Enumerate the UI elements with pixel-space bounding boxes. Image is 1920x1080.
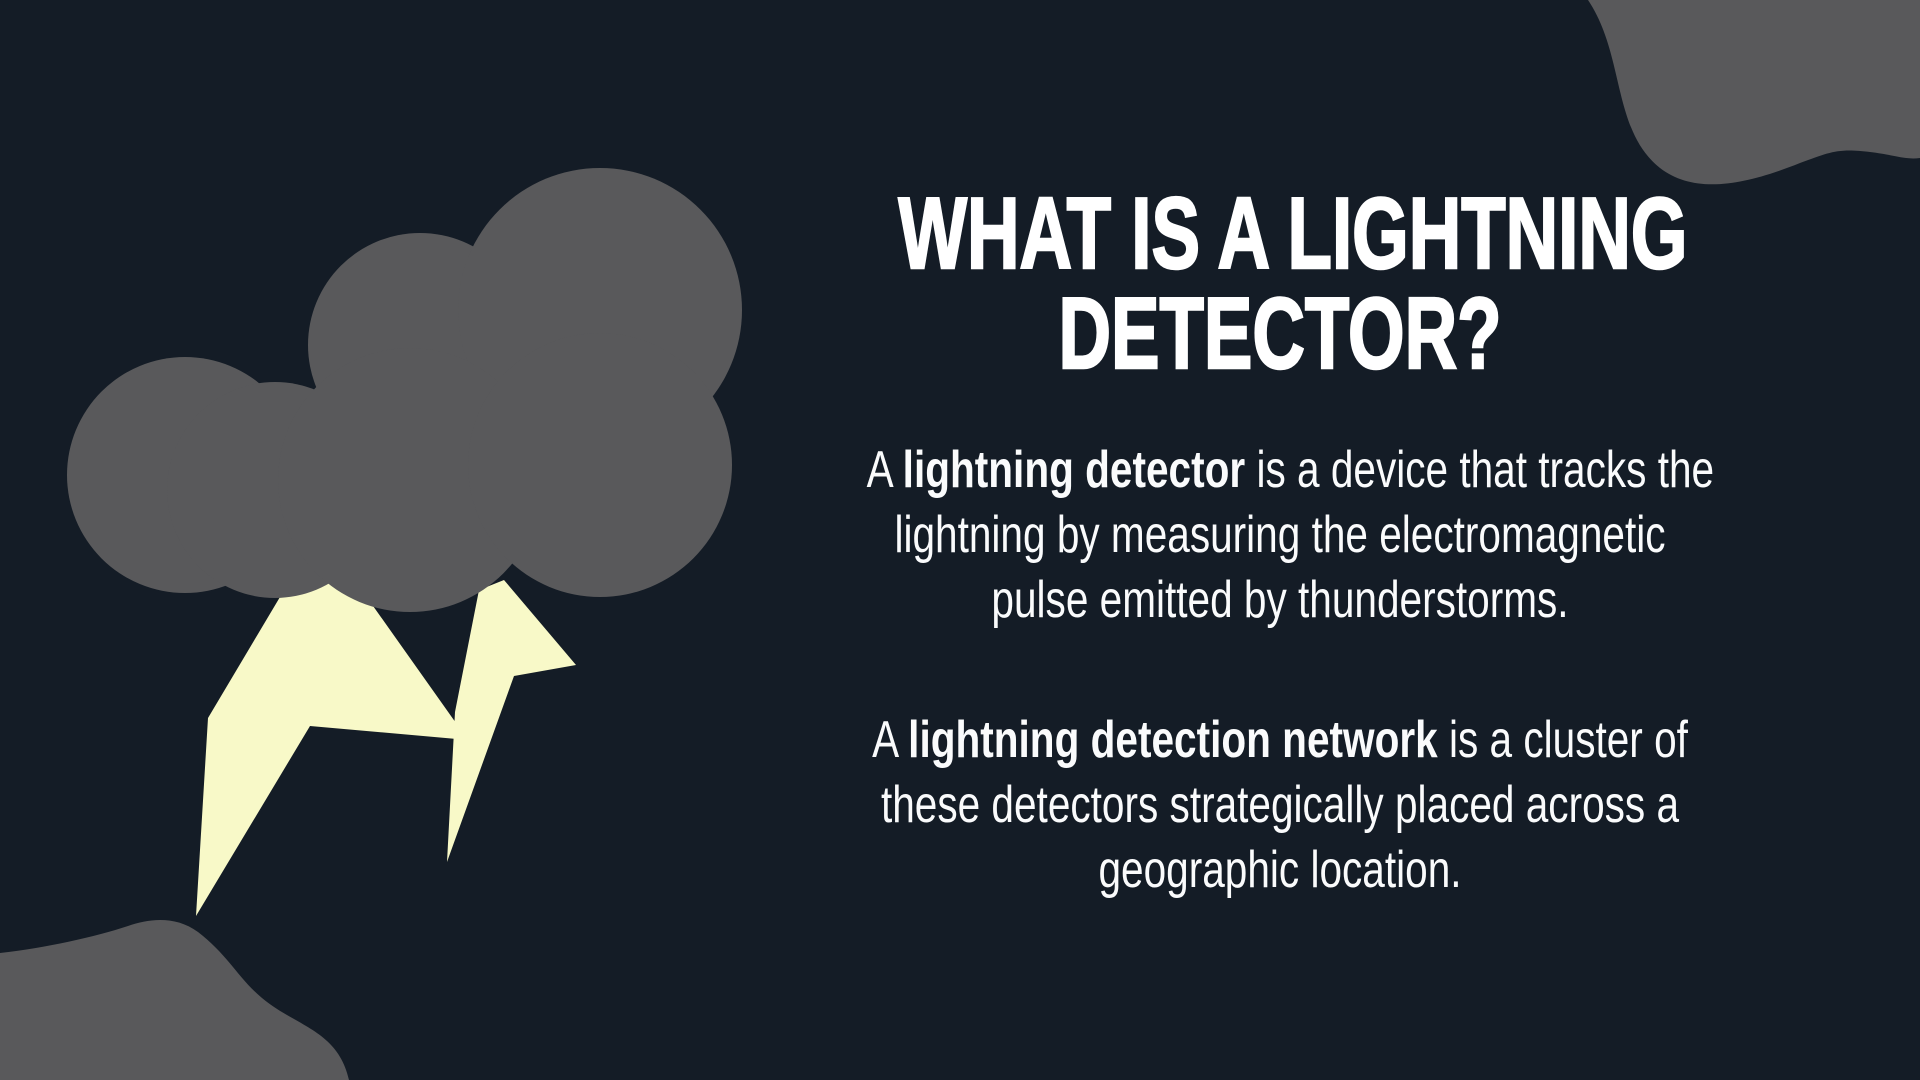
bold-term: lightning detector: [902, 441, 1246, 499]
paragraph-line: these detectors strategically placed acr…: [867, 773, 1694, 838]
text-segment: pulse emitted by thunderstorms.: [991, 571, 1569, 629]
paragraph-line: geographic location.: [867, 838, 1694, 903]
text-segment: geographic location.: [1098, 841, 1462, 899]
corner-cloud-bottom-left: [0, 919, 349, 1080]
text-segment: is a device that tracks the: [1245, 441, 1715, 499]
text-segment: lightning by measuring the electromagnet…: [894, 506, 1666, 564]
paragraph-line: pulse emitted by thunderstorms.: [867, 568, 1694, 633]
page-title: WHAT IS A LIGHTNING DETECTOR?: [898, 178, 1689, 390]
lightning-bolt-right-icon: [447, 580, 576, 862]
storm-cloud-icon: [67, 168, 742, 612]
page-title-line-1: WHAT IS A LIGHTNING: [898, 178, 1689, 290]
page-title-line-2: DETECTOR?: [1058, 278, 1503, 390]
lightning-bolt-left-icon: [196, 548, 468, 916]
paragraph-line: lightning by measuring the electromagnet…: [867, 503, 1694, 568]
text-segment: is a cluster of: [1437, 711, 1688, 769]
corner-cloud-top-right: [1588, 0, 1920, 185]
paragraph-definition-network: A lightning detection network is a clust…: [867, 708, 1694, 903]
text-segment: these detectors strategically placed acr…: [880, 776, 1680, 834]
bold-term: lightning detection network: [908, 711, 1438, 769]
text-column: WHAT IS A LIGHTNING DETECTOR? A lightnin…: [750, 0, 1810, 1080]
paragraph-line: A lightning detector is a device that tr…: [866, 438, 1715, 503]
paragraph-line: A lightning detection network is a clust…: [867, 708, 1694, 773]
paragraph-definition-detector: A lightning detector is a device that tr…: [866, 438, 1715, 633]
text-segment: A: [872, 711, 909, 769]
text-segment: A: [866, 441, 903, 499]
